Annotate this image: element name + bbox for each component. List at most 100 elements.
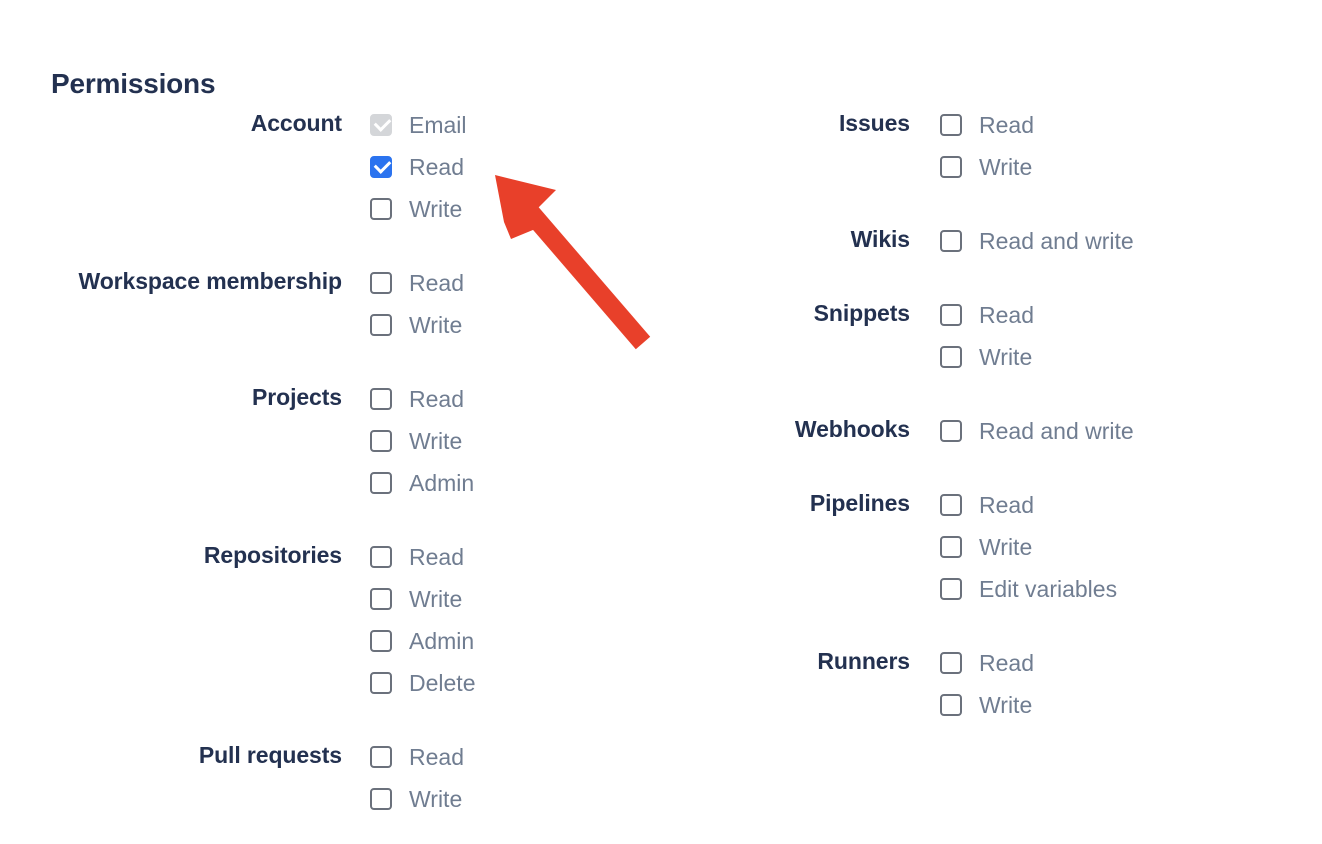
pipelines-write-checkbox[interactable]: [940, 536, 962, 558]
permission-options-webhooks: Read and write: [940, 410, 1322, 452]
page-title: Permissions: [51, 67, 216, 99]
projects-admin-checkbox[interactable]: [370, 472, 392, 494]
webhooks-read-and-write-checkbox[interactable]: [940, 420, 962, 442]
option-label-pull-requests-read: Read: [409, 744, 464, 770]
permission-option-account-write[interactable]: Write: [370, 188, 660, 230]
permission-option-projects-read[interactable]: Read: [370, 378, 660, 420]
repositories-delete-checkbox[interactable]: [370, 672, 392, 694]
pipelines-edit-variables-checkbox[interactable]: [940, 578, 962, 600]
permission-option-repositories-admin[interactable]: Admin: [370, 620, 660, 662]
option-label-runners-read: Read: [979, 650, 1034, 676]
permission-option-wikis-read-and-write[interactable]: Read and write: [940, 220, 1322, 262]
group-label-pull-requests: Pull requests: [198, 742, 342, 768]
permission-option-snippets-write[interactable]: Write: [940, 336, 1322, 378]
group-label-pipelines: Pipelines: [809, 490, 910, 516]
permission-option-workspace-membership-write[interactable]: Write: [370, 304, 660, 346]
projects-read-checkbox[interactable]: [370, 388, 392, 410]
runners-write-checkbox[interactable]: [940, 694, 962, 716]
workspace-membership-write-checkbox[interactable]: [370, 314, 392, 336]
group-label-issues: Issues: [838, 110, 910, 136]
pipelines-read-checkbox[interactable]: [940, 494, 962, 516]
account-email-checkbox: [370, 114, 392, 136]
permission-option-issues-write[interactable]: Write: [940, 146, 1322, 188]
repositories-write-checkbox[interactable]: [370, 588, 392, 610]
snippets-read-checkbox[interactable]: [940, 304, 962, 326]
group-label-workspace-membership: Workspace membership: [78, 268, 343, 294]
permission-option-snippets-read[interactable]: Read: [940, 294, 1322, 336]
permission-option-pipelines-write[interactable]: Write: [940, 526, 1322, 568]
option-label-pipelines-write: Write: [979, 534, 1033, 560]
permission-option-workspace-membership-read[interactable]: Read: [370, 262, 660, 304]
option-label-snippets-write: Write: [979, 344, 1033, 370]
permission-option-projects-write[interactable]: Write: [370, 420, 660, 462]
option-label-wikis-read-and-write: Read and write: [979, 228, 1134, 254]
permission-option-repositories-read[interactable]: Read: [370, 536, 660, 578]
permission-option-repositories-delete[interactable]: Delete: [370, 662, 660, 704]
issues-read-checkbox[interactable]: [940, 114, 962, 136]
option-label-repositories-delete: Delete: [409, 670, 476, 696]
permission-option-runners-read[interactable]: Read: [940, 642, 1322, 684]
permission-group-webhooks: Webhooks Read and write: [660, 410, 1322, 452]
group-label-repositories: Repositories: [203, 542, 342, 568]
check-icon: [373, 156, 392, 174]
permission-option-pull-requests-read[interactable]: Read: [370, 736, 660, 778]
check-icon: [373, 114, 392, 132]
option-label-runners-write: Write: [979, 692, 1033, 718]
pull-requests-read-checkbox[interactable]: [370, 746, 392, 768]
permission-option-pull-requests-write[interactable]: Write: [370, 778, 660, 820]
option-label-workspace-membership-read: Read: [409, 270, 464, 296]
projects-write-checkbox[interactable]: [370, 430, 392, 452]
permission-option-projects-admin[interactable]: Admin: [370, 462, 660, 504]
group-label-snippets: Snippets: [813, 300, 910, 326]
group-label-account: Account: [250, 110, 342, 136]
pull-requests-write-checkbox[interactable]: [370, 788, 392, 810]
permission-option-issues-read[interactable]: Read: [940, 104, 1322, 146]
permission-group-wikis: Wikis Read and write: [660, 220, 1322, 262]
permission-option-repositories-write[interactable]: Write: [370, 578, 660, 620]
permission-option-account-read[interactable]: Read: [370, 146, 660, 188]
option-label-snippets-read: Read: [979, 302, 1034, 328]
option-label-workspace-membership-write: Write: [409, 312, 463, 338]
option-label-repositories-read: Read: [409, 544, 464, 570]
option-label-issues-read: Read: [979, 112, 1034, 138]
permission-option-runners-write[interactable]: Write: [940, 684, 1322, 726]
account-read-checkbox[interactable]: [370, 156, 392, 178]
permission-option-pipelines-edit-variables[interactable]: Edit variables: [940, 568, 1322, 610]
permission-options-wikis: Read and write: [940, 220, 1322, 262]
permission-option-webhooks-read-and-write[interactable]: Read and write: [940, 410, 1322, 452]
option-label-repositories-admin: Admin: [409, 628, 475, 654]
group-label-wikis: Wikis: [850, 226, 910, 252]
permission-option-pipelines-read[interactable]: Read: [940, 484, 1322, 526]
group-label-projects: Projects: [252, 384, 342, 410]
issues-write-checkbox[interactable]: [940, 156, 962, 178]
option-label-pipelines-edit-variables: Edit variables: [979, 576, 1118, 602]
option-label-account-write: Write: [409, 196, 463, 222]
workspace-membership-read-checkbox[interactable]: [370, 272, 392, 294]
option-label-webhooks-read-and-write: Read and write: [979, 418, 1134, 444]
wikis-read-and-write-checkbox[interactable]: [940, 230, 962, 252]
account-write-checkbox[interactable]: [370, 198, 392, 220]
repositories-read-checkbox[interactable]: [370, 546, 392, 568]
repositories-admin-checkbox[interactable]: [370, 630, 392, 652]
permission-option-account-email: Email: [370, 104, 660, 146]
snippets-write-checkbox[interactable]: [940, 346, 962, 368]
group-label-webhooks: Webhooks: [794, 416, 910, 442]
runners-read-checkbox[interactable]: [940, 652, 962, 674]
